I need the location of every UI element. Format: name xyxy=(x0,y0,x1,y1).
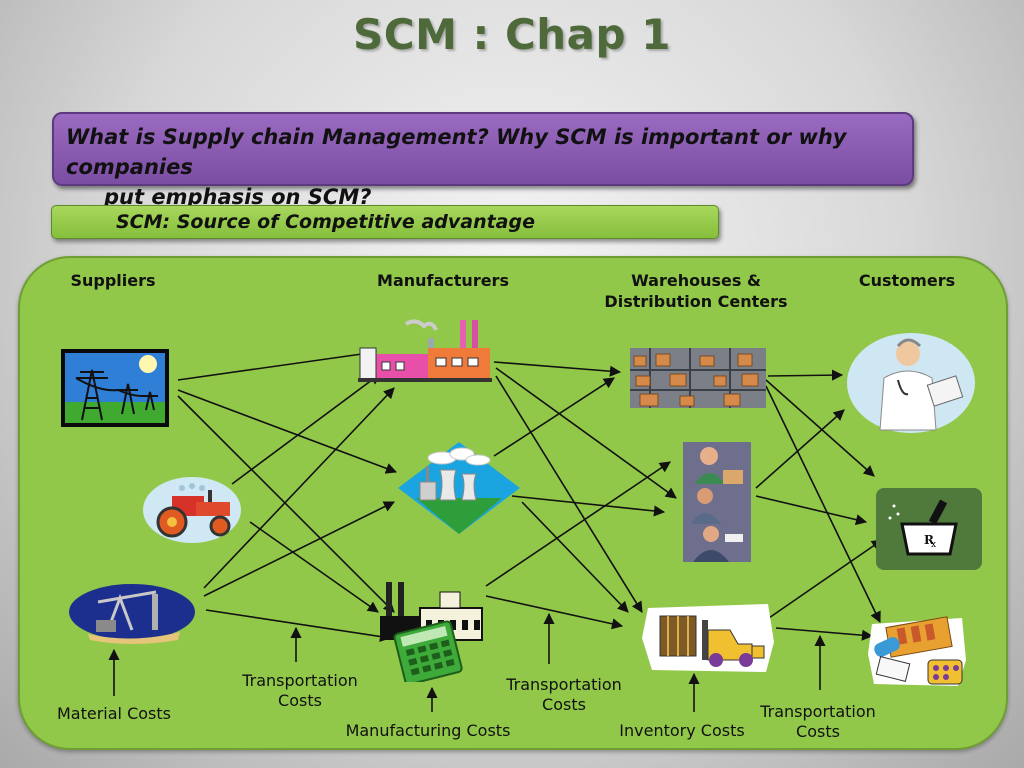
arrow-w1-c1 xyxy=(767,369,844,381)
question-line-1: What is Supply chain Management? Why SCM… xyxy=(66,125,847,179)
label-transportation-costs-1: Transportation Costs xyxy=(236,671,364,711)
label-manufacturing-costs: Manufacturing Costs xyxy=(345,721,511,740)
arrow-m1-w3 xyxy=(495,375,643,613)
label-transportation-costs-3-line-1: Transportation xyxy=(760,702,876,721)
subtitle-bar: SCM: Source of Competitive advantage xyxy=(51,205,719,239)
label-transportation-costs-2-line-2: Costs xyxy=(542,695,586,714)
header-warehouses-line-1: Warehouses & xyxy=(631,271,761,290)
power-plant-icon xyxy=(398,442,520,534)
arrow-w2-c2 xyxy=(755,495,868,526)
arrow-m2-w3 xyxy=(521,501,629,613)
arrow-s2-m3 xyxy=(249,521,379,613)
pharmacy-icon: R x xyxy=(876,488,982,570)
arrow-s1-m1 xyxy=(177,347,378,381)
doctor-icon xyxy=(847,333,975,433)
header-suppliers: Suppliers xyxy=(70,271,156,290)
label-transportation-costs-3-line-2: Costs xyxy=(796,722,840,741)
label-transportation-costs-1-line-1: Transportation xyxy=(242,671,358,690)
arrow-w3-c2 xyxy=(765,539,883,621)
factory-icon xyxy=(358,319,492,382)
question-box: What is Supply chain Management? Why SCM… xyxy=(52,112,914,209)
arrow-s2-m1 xyxy=(231,373,381,485)
forklift-icon xyxy=(642,604,774,672)
warehouse-icon xyxy=(630,348,766,408)
medicine-icon xyxy=(868,616,966,686)
arrow-s3-m1 xyxy=(203,387,395,589)
slide-title: SCM : Chap 1 xyxy=(353,10,671,59)
arrow-w2-c1 xyxy=(755,409,845,489)
header-warehouses: Warehouses & Distribution Centers xyxy=(596,270,796,312)
tractor-icon xyxy=(143,477,241,543)
svg-text:x: x xyxy=(931,540,936,550)
arrow-w1-c2 xyxy=(765,379,875,477)
label-inventory-costs: Inventory Costs xyxy=(619,721,745,740)
arrow-m2-w1 xyxy=(493,377,615,457)
label-transportation-costs-1-line-2: Costs xyxy=(278,691,322,710)
workers-icon xyxy=(683,442,751,562)
label-transportation-costs-2-line-1: Transportation xyxy=(506,675,622,694)
svg-text:R: R xyxy=(924,533,935,547)
label-material-costs: Material Costs xyxy=(57,704,171,723)
header-manufacturers: Manufacturers xyxy=(377,271,509,290)
arrow-w1-c3 xyxy=(765,385,881,624)
arrow-s1-m3 xyxy=(177,395,395,613)
arrow-m1-w2 xyxy=(495,367,677,499)
factory-calculator-icon xyxy=(380,582,483,682)
arrow-m2-w2 xyxy=(511,495,666,517)
arrow-m3-w2 xyxy=(485,461,671,587)
arrow-m3-w3 xyxy=(485,595,624,630)
label-transportation-costs-3: Transportation Costs xyxy=(754,702,882,742)
arrow-w3-c3 xyxy=(775,627,874,641)
header-customers: Customers xyxy=(858,271,956,290)
arrow-s3-m3 xyxy=(205,609,392,643)
arrow-s1-m2 xyxy=(177,389,398,474)
arrow-s3-m2 xyxy=(203,501,396,597)
power-lines-icon xyxy=(61,349,169,427)
arrow-m1-w1 xyxy=(493,361,622,377)
label-transportation-costs-2: Transportation Costs xyxy=(500,675,628,715)
oil-pump-icon xyxy=(69,584,195,644)
header-warehouses-line-2: Distribution Centers xyxy=(604,292,788,311)
